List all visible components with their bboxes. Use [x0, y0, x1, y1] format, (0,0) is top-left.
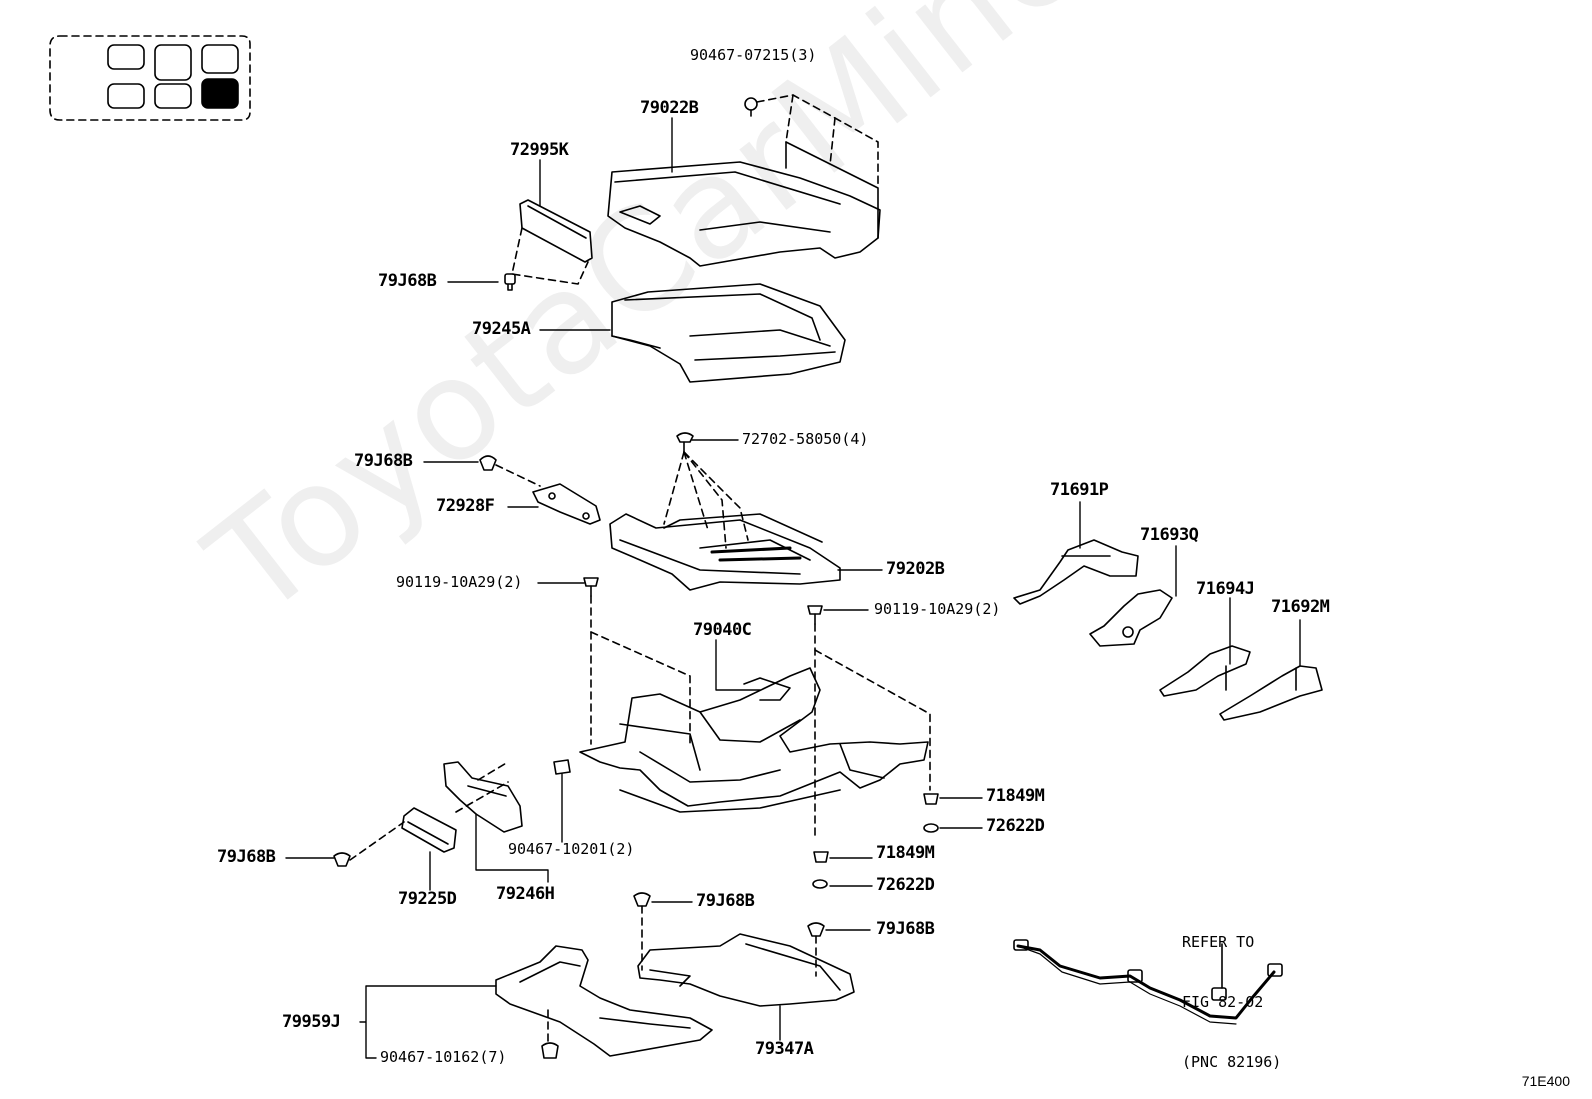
- part-label-90119-10A29[interactable]: 90119-10A29(2): [396, 573, 523, 591]
- fastener-part[interactable]: [633, 892, 651, 971]
- part-label-79J68B[interactable]: 79J68B: [354, 451, 413, 471]
- part-label-71849M[interactable]: 71849M: [876, 843, 935, 863]
- fastener-part[interactable]: [479, 455, 541, 487]
- track-cover-part[interactable]: [1089, 589, 1173, 647]
- part-label-79347A[interactable]: 79347A: [755, 1039, 814, 1059]
- under-cover-part[interactable]: [495, 945, 713, 1059]
- part-label-90467-07215[interactable]: 90467-07215(3): [690, 46, 817, 64]
- floor-cover-part[interactable]: [637, 933, 855, 1007]
- part-label-79959J[interactable]: 79959J: [282, 1012, 341, 1032]
- part-label-79J68B[interactable]: 79J68B: [217, 847, 276, 867]
- part-label-71693Q[interactable]: 71693Q: [1140, 525, 1199, 545]
- part-label-79J68B[interactable]: 79J68B: [696, 891, 755, 911]
- refer-note-line: FIG 82-02: [1182, 993, 1264, 1011]
- part-label-71691P[interactable]: 71691P: [1050, 480, 1109, 500]
- seat-cushion-cover-part[interactable]: [607, 141, 881, 267]
- part-label-72702-58050[interactable]: 72702-58050(4): [742, 430, 869, 448]
- fastener-part[interactable]: [807, 922, 825, 977]
- track-cover-part[interactable]: [1159, 645, 1251, 697]
- leader-lines: [285, 117, 1301, 1059]
- part-label-79J68B[interactable]: 79J68B: [378, 271, 437, 291]
- bolt-part[interactable]: [812, 851, 829, 889]
- part-label-79J68B[interactable]: 79J68B: [876, 919, 935, 939]
- clip-part[interactable]: [553, 759, 571, 775]
- screw-part[interactable]: [663, 432, 749, 549]
- seat-frame-part[interactable]: [579, 667, 929, 813]
- seat-side-shield-part[interactable]: [443, 761, 523, 833]
- clip-part[interactable]: [744, 94, 879, 189]
- part-label-79040C[interactable]: 79040C: [693, 620, 752, 640]
- part-label-72622D[interactable]: 72622D: [986, 816, 1045, 836]
- seat-adjuster-part[interactable]: [609, 513, 841, 591]
- bracket-part[interactable]: [401, 807, 457, 853]
- part-label-71694J[interactable]: 71694J: [1196, 579, 1255, 599]
- part-label-71849M[interactable]: 71849M: [986, 786, 1045, 806]
- part-label-72995K[interactable]: 72995K: [510, 140, 569, 160]
- fastener-part[interactable]: [333, 781, 509, 867]
- refer-note-line: (PNC 82196): [1182, 1053, 1282, 1071]
- part-label-72622D[interactable]: 72622D: [876, 875, 935, 895]
- seat-shield-part[interactable]: [511, 199, 593, 285]
- part-label-79246H[interactable]: 79246H: [496, 884, 555, 904]
- track-cover-part[interactable]: [1013, 539, 1139, 605]
- wire-harness-part[interactable]: [1013, 939, 1283, 1025]
- bolt-part[interactable]: [583, 577, 691, 745]
- part-label-90467-10162[interactable]: 90467-10162(7): [380, 1048, 507, 1066]
- figure-code: 71E400: [1521, 1073, 1570, 1089]
- bolt-part[interactable]: [807, 605, 931, 841]
- part-label-79202B[interactable]: 79202B: [886, 559, 945, 579]
- part-label-79245A[interactable]: 79245A: [472, 319, 531, 339]
- part-label-79022B[interactable]: 79022B: [640, 98, 699, 118]
- fastener-part[interactable]: [504, 273, 516, 291]
- seat-cushion-pad-part[interactable]: [611, 283, 846, 383]
- seat-position-locator-icon: [49, 35, 251, 121]
- refer-note-line: REFER TO: [1182, 933, 1255, 951]
- part-label-71692M[interactable]: 71692M: [1271, 597, 1330, 617]
- part-label-79225D[interactable]: 79225D: [398, 889, 457, 909]
- part-label-72928F[interactable]: 72928F: [436, 496, 495, 516]
- part-label-90119-10A29[interactable]: 90119-10A29(2): [874, 600, 1001, 618]
- refer-note[interactable]: REFER TO FIG 82-02 (PNC 82196): [1182, 892, 1281, 1099]
- bracket-part[interactable]: [532, 483, 601, 525]
- bolt-part[interactable]: [923, 793, 939, 833]
- part-label-90467-10201[interactable]: 90467-10201(2): [508, 840, 635, 858]
- track-cover-part[interactable]: [1219, 665, 1323, 721]
